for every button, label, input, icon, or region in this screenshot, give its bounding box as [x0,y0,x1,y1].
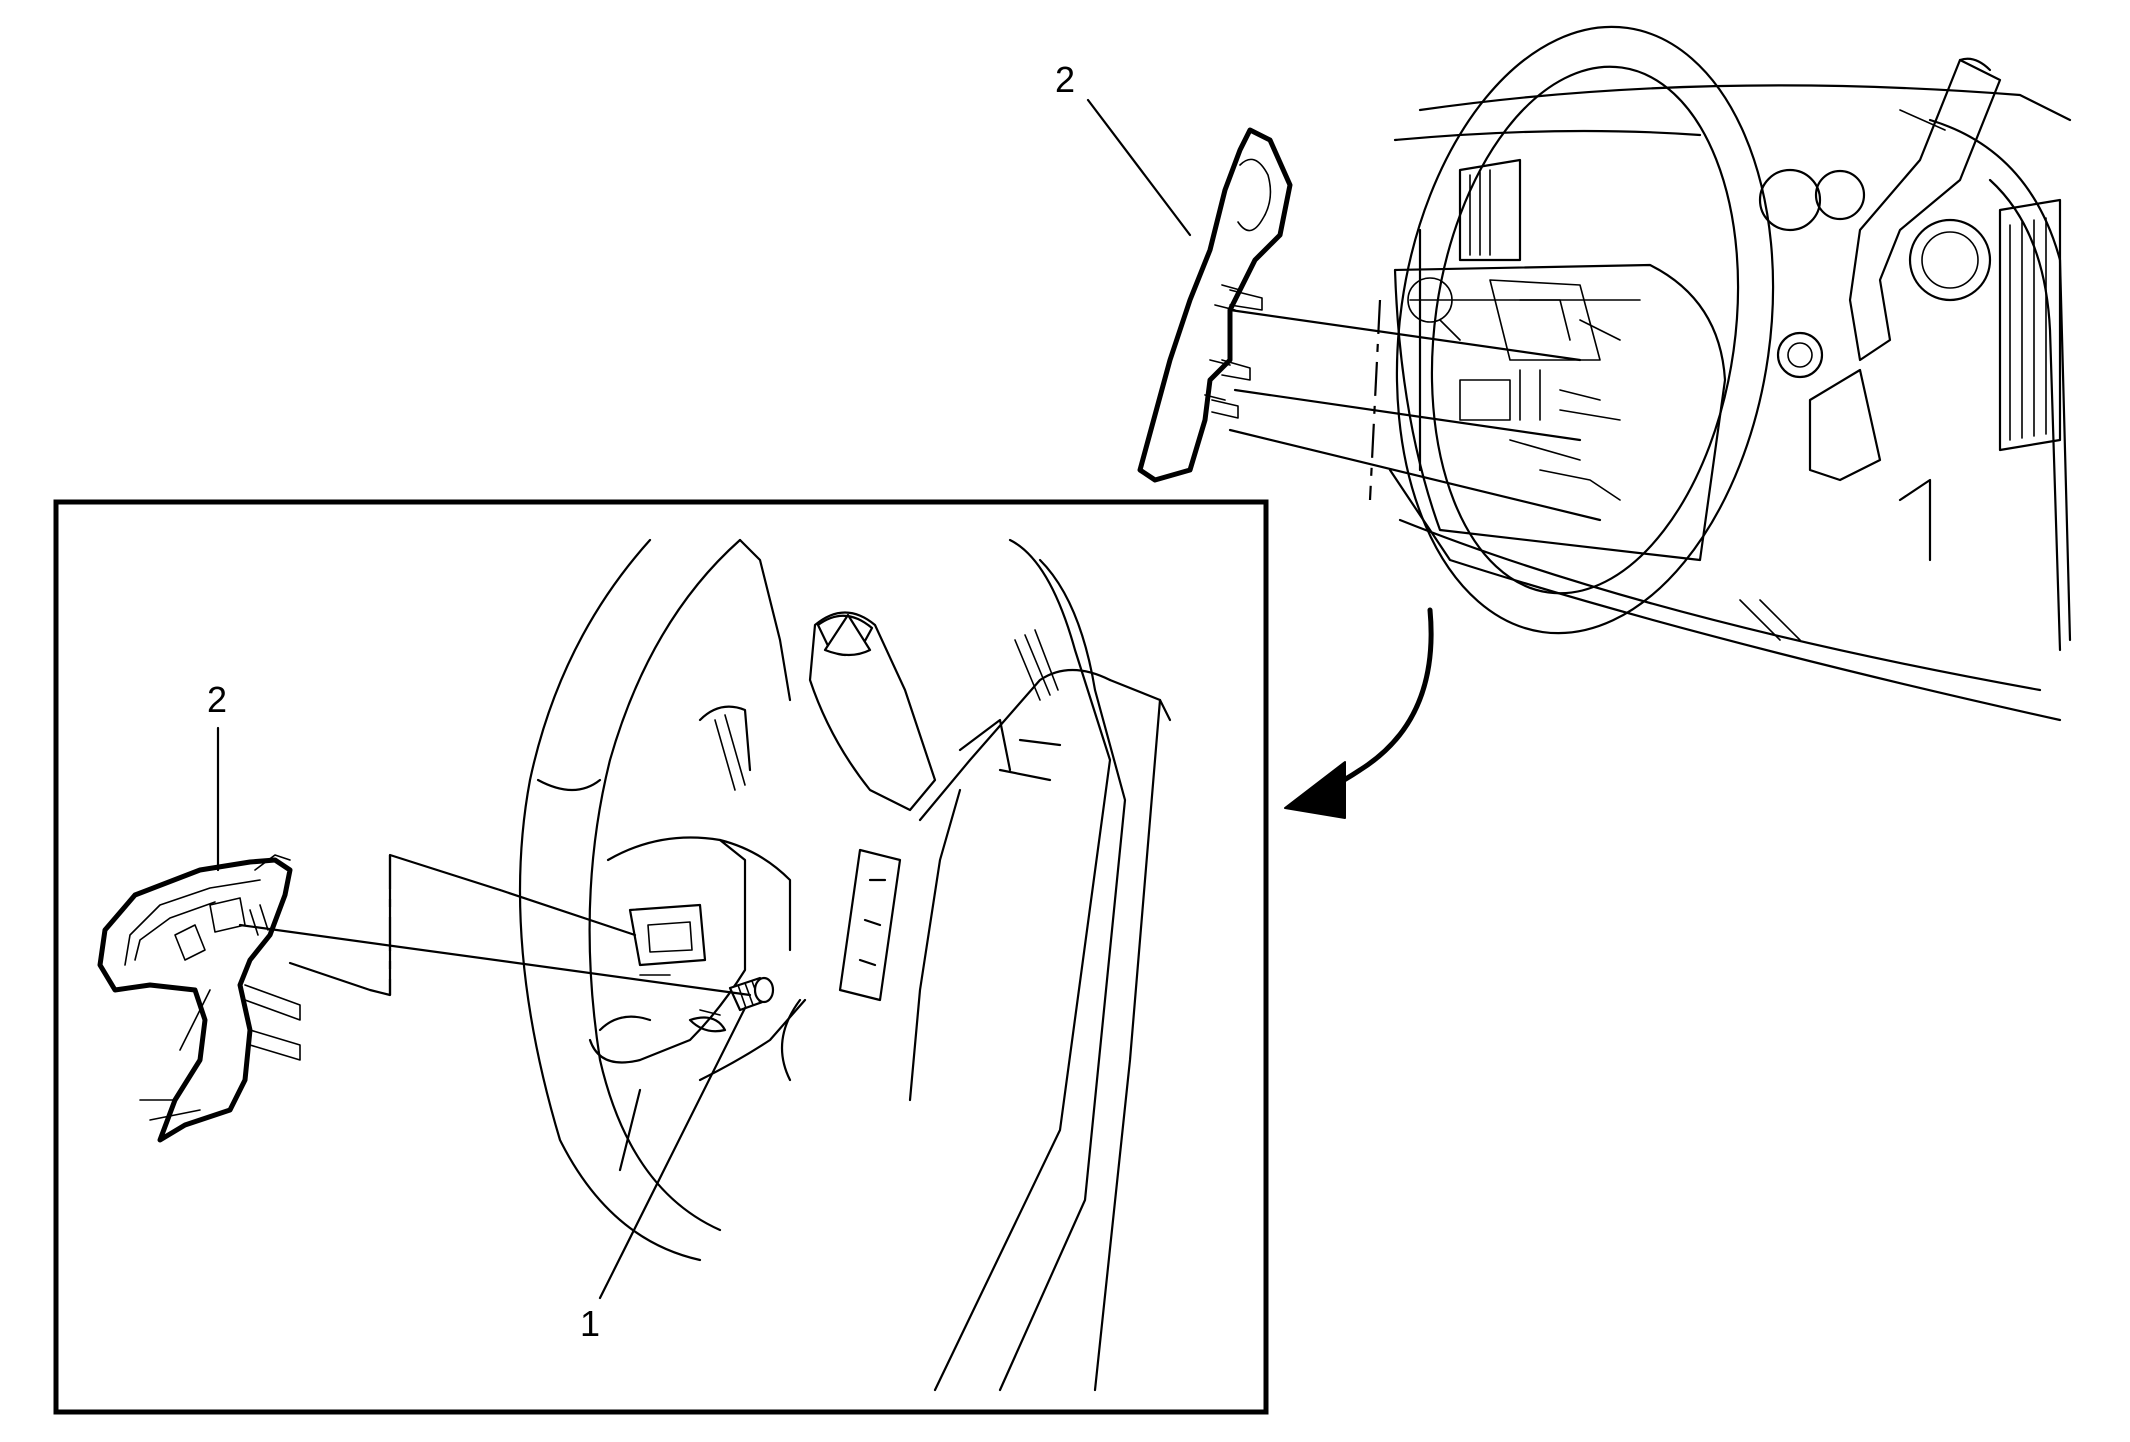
callout-label: 2 [207,679,227,720]
overview-leader-lines [1228,299,1602,522]
callout-label: 2 [1055,59,1075,100]
curved-arrow-icon [1284,607,1434,819]
overview-dashboard [1388,57,2072,722]
callout-label: 1 [580,1303,600,1344]
inset-leader-lines [238,853,752,997]
overview-paddle [1137,127,1293,483]
overview-steering-wheel [1393,25,1775,635]
inset-paddle [97,854,301,1143]
overview-paddle-callout: 2 [1055,59,1192,237]
inset-steering-wheel [518,538,807,1262]
inset-dashboard-pillar [780,538,1172,1392]
inset-frame [53,499,1269,1415]
inset-paddle-callout: 2 [207,679,227,872]
inset-fastener-callout: 1 [580,1006,747,1344]
